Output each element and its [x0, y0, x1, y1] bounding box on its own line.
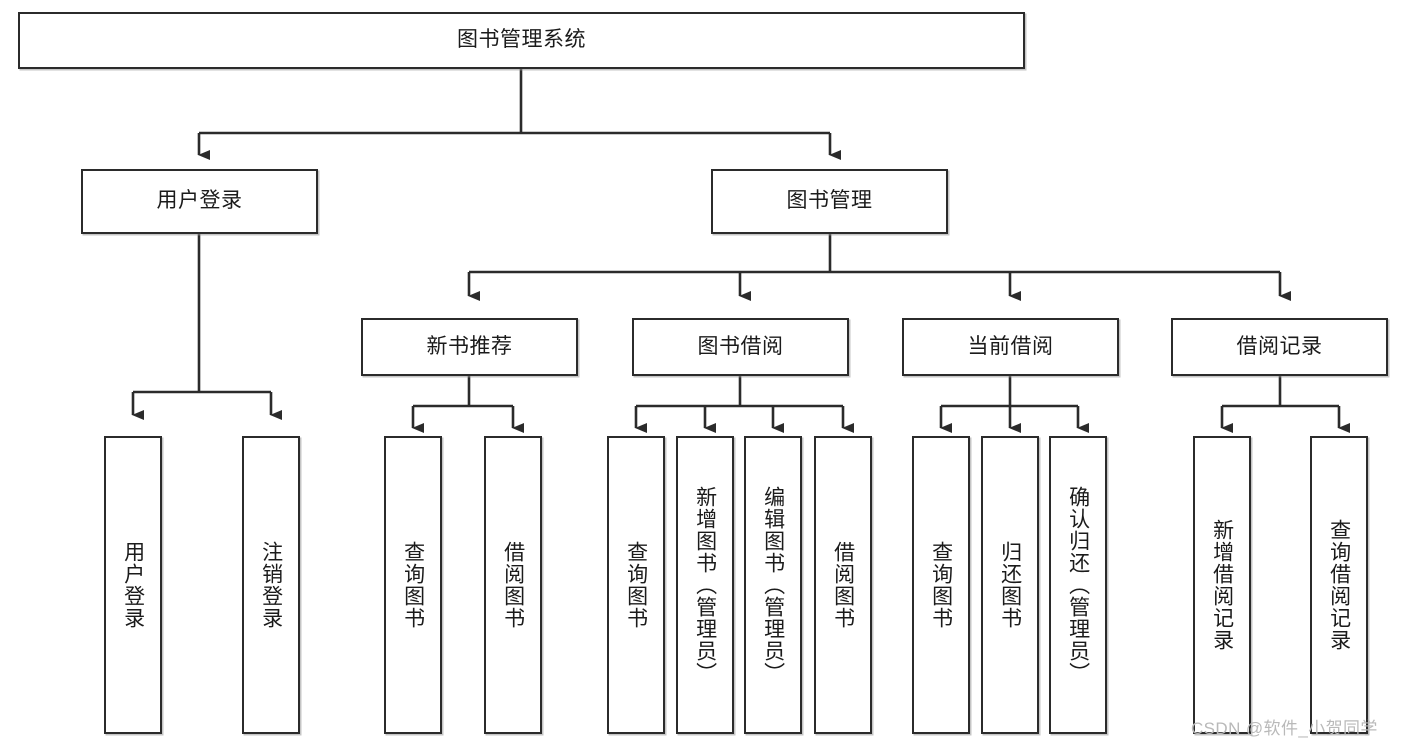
node-root-system[interactable]: 图书管理系统	[18, 12, 1025, 69]
node-label: 图书借阅	[697, 334, 784, 358]
node-user-login[interactable]: 用户登录	[81, 169, 318, 234]
leaf-label: 确认归还（管理员）	[1066, 486, 1090, 684]
leaf-label: 用户登录	[121, 541, 145, 629]
leaf-confirm-return-admin[interactable]: 确认归还（管理员）	[1049, 436, 1107, 734]
leaf-query-borrow-record[interactable]: 查询借阅记录	[1310, 436, 1368, 734]
node-label: 用户登录	[156, 189, 243, 213]
node-book-borrow[interactable]: 图书借阅	[632, 318, 849, 376]
leaf-user-login[interactable]: 用户登录	[104, 436, 162, 734]
leaf-label: 新增图书（管理员）	[693, 486, 717, 684]
node-new-book-recommend[interactable]: 新书推荐	[361, 318, 578, 376]
node-label: 新书推荐	[426, 334, 513, 358]
leaf-logout[interactable]: 注销登录	[242, 436, 300, 734]
leaf-borrow-book[interactable]: 借阅图书	[814, 436, 872, 734]
leaf-query-book-new[interactable]: 查询图书	[384, 436, 442, 734]
leaf-add-book-admin[interactable]: 新增图书（管理员）	[676, 436, 734, 734]
leaf-query-book-current[interactable]: 查询图书	[912, 436, 970, 734]
leaf-label: 归还图书	[998, 541, 1022, 629]
leaf-edit-book-admin[interactable]: 编辑图书（管理员）	[744, 436, 802, 734]
csdn-watermark: CSDN @软件_小贺同学	[1191, 719, 1378, 738]
leaf-label: 查询图书	[401, 541, 425, 629]
leaf-label: 注销登录	[259, 541, 283, 629]
leaf-return-book[interactable]: 归还图书	[981, 436, 1039, 734]
leaf-query-book-borrow[interactable]: 查询图书	[607, 436, 665, 734]
node-label: 当前借阅	[967, 334, 1054, 358]
node-current-borrow[interactable]: 当前借阅	[902, 318, 1119, 376]
leaf-borrow-book-new[interactable]: 借阅图书	[484, 436, 542, 734]
leaf-label: 新增借阅记录	[1210, 519, 1234, 651]
leaf-label: 查询借阅记录	[1327, 519, 1351, 651]
leaf-label: 借阅图书	[831, 541, 855, 629]
node-book-management[interactable]: 图书管理	[711, 169, 948, 234]
node-label: 图书管理系统	[457, 28, 586, 52]
node-borrow-records[interactable]: 借阅记录	[1171, 318, 1388, 376]
leaf-label: 借阅图书	[501, 541, 525, 629]
leaf-label: 查询图书	[624, 541, 648, 629]
node-label: 借阅记录	[1236, 334, 1323, 358]
node-label: 图书管理	[786, 189, 873, 213]
leaf-label: 查询图书	[929, 541, 953, 629]
leaf-label: 编辑图书（管理员）	[761, 486, 785, 684]
leaf-add-borrow-record[interactable]: 新增借阅记录	[1193, 436, 1251, 734]
